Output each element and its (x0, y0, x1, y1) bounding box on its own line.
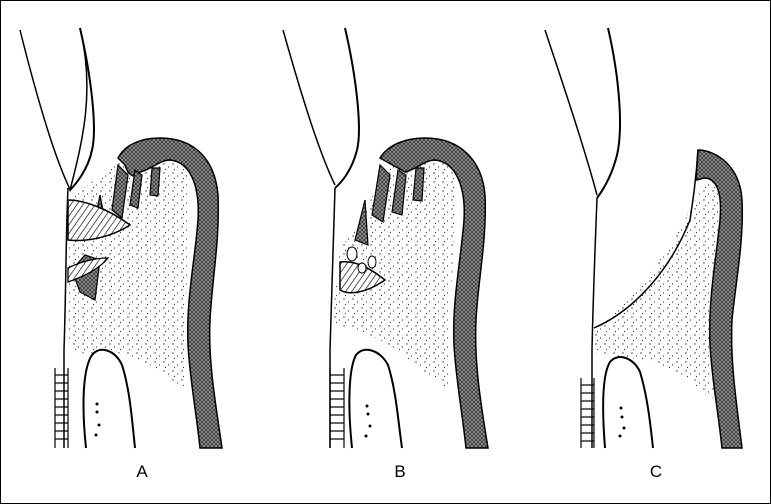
panel-label-c: C (636, 462, 676, 482)
panel-a-bone (84, 350, 135, 448)
panel-c-tooth-crown (545, 30, 597, 195)
panel-a-tooth-crown (20, 28, 87, 190)
panel-label-a: A (122, 462, 162, 482)
panel-b-tooth-crown (283, 30, 335, 185)
panel-a-tooth-crown-outer (70, 28, 94, 190)
panel-b-drawing (283, 28, 488, 448)
panel-a-drawing (20, 28, 222, 448)
panel-label-b: B (380, 462, 420, 482)
panel-c-tooth-crown-outer (597, 28, 620, 198)
panel-c-bone (603, 357, 653, 448)
panel-b-tooth-crown-outer (335, 28, 359, 188)
panel-b-bone (349, 350, 402, 448)
panel-c-drawing (545, 28, 742, 448)
panel-a-ligament (55, 368, 68, 448)
panel-b-ligament (330, 368, 344, 448)
